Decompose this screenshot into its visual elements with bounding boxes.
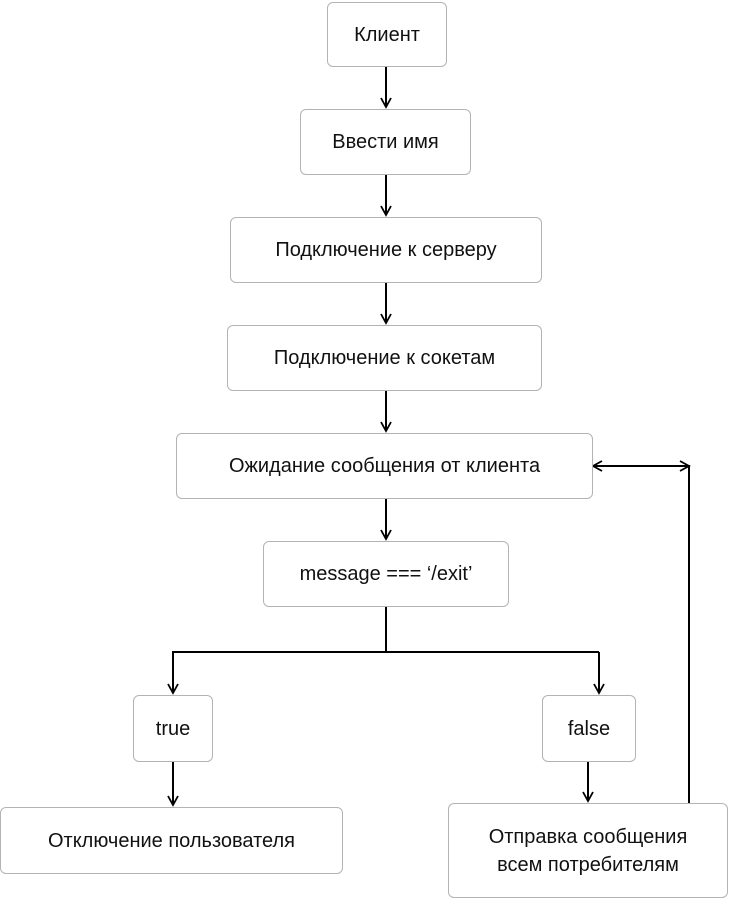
loop-broadcast-to-await	[591, 460, 690, 803]
node-disconnect-user-label: Отключение пользователя	[47, 829, 295, 852]
node-client-label: Клиент	[354, 23, 420, 46]
node-disconnect-user: Отключение пользователя	[0, 807, 343, 874]
node-connect-sockets: Подключение к сокетам	[227, 325, 542, 391]
node-condition: message === ‘/exit’	[263, 541, 509, 607]
node-connect-sockets-label: Подключение к сокетам	[273, 347, 496, 369]
node-enter-name-label: Ввести имя	[332, 131, 439, 153]
node-connect-server-label: Подключение к серверу	[275, 239, 497, 261]
node-broadcast: Отправка сообщения всем потребителям	[448, 803, 728, 898]
node-connect-server: Подключение к серверу	[230, 217, 542, 283]
node-condition-label: message === ‘/exit’	[299, 563, 473, 585]
node-enter-name: Ввести имя	[300, 109, 471, 175]
node-false-label: false	[567, 717, 611, 740]
node-await-message: Ожидание сообщения от клиента	[176, 433, 593, 499]
connector-condition-split	[167, 607, 387, 695]
node-client: Клиент	[327, 2, 447, 67]
node-await-message-label: Ожидание сообщения от клиента	[228, 455, 541, 477]
node-broadcast-label: Отправка сообщения всем потребителям	[488, 825, 688, 876]
node-true: true	[133, 695, 213, 762]
node-false: false	[542, 695, 636, 762]
node-true-label: true	[155, 717, 191, 740]
